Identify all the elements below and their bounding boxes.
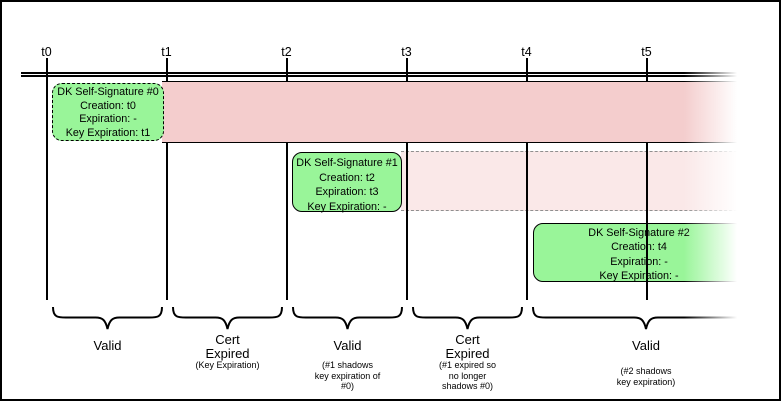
signature-2-title: DK Self-Signature #2 xyxy=(588,227,690,239)
period-sublabel-1: (Key Expiration) xyxy=(195,360,260,370)
cert-expired-band-0 xyxy=(162,80,752,143)
signature-0-title: DK Self-Signature #0 xyxy=(57,86,159,98)
signature-box-0: DK Self-Signature #0 Creation: t0 Expira… xyxy=(52,82,164,141)
period-brace-4 xyxy=(532,306,760,329)
tick-label-t3: t3 xyxy=(401,45,412,59)
signature-0-creation: Creation: t0 xyxy=(80,99,136,112)
period-sublabel-2: (#1 shadows key expiration of #0) xyxy=(314,360,381,392)
tick-label-t0: t0 xyxy=(41,45,52,59)
signature-box-2: DK Self-Signature #2 Creation: t4 Expira… xyxy=(533,222,745,282)
tick-line-t5 xyxy=(645,58,648,300)
period-label-3: Cert Expired xyxy=(445,332,490,361)
tick-label-t5: t5 xyxy=(641,45,652,59)
period-brace-3 xyxy=(412,306,523,329)
shadow-band-1 xyxy=(401,150,752,211)
tick-line-t0 xyxy=(45,58,48,300)
tick-line-t3 xyxy=(405,58,408,300)
signature-1-creation: Creation: t2 xyxy=(319,171,375,184)
period-brace-1 xyxy=(172,306,283,329)
tick-label-t1: t1 xyxy=(161,45,172,59)
signature-2-expiration: Expiration: - xyxy=(610,255,668,268)
tick-label-t2: t2 xyxy=(281,45,292,59)
signature-2-key-expiration: Key Expiration: - xyxy=(599,269,679,282)
timeline-axis xyxy=(21,71,751,77)
signature-1-title: DK Self-Signature #1 xyxy=(296,157,398,169)
signature-2-creation: Creation: t4 xyxy=(611,241,667,254)
signature-1-expiration: Expiration: t3 xyxy=(315,186,379,198)
signature-0-expiration: Expiration: - xyxy=(79,113,137,126)
period-label-2: Valid xyxy=(333,338,362,353)
tick-line-t4 xyxy=(525,58,528,300)
period-sublabel-3: (#1 expired so no longer shadows #0) xyxy=(438,360,497,392)
signature-1-key-expiration: Key Expiration: - xyxy=(307,200,387,213)
period-sublabel-4: (#2 shadows key expiration) xyxy=(616,366,676,387)
tick-label-t4: t4 xyxy=(521,45,532,59)
period-label-4: Valid xyxy=(632,338,660,353)
signature-0-key-expiration: Key Expiration: t1 xyxy=(65,126,151,139)
tick-line-t2 xyxy=(285,58,288,300)
period-label-0: Valid xyxy=(93,338,122,353)
period-label-1: Cert Expired xyxy=(205,332,250,361)
signature-box-1: DK Self-Signature #1 Creation: t2 Expira… xyxy=(292,152,402,213)
period-brace-2 xyxy=(292,306,403,329)
period-brace-0 xyxy=(52,306,163,329)
tick-line-t1 xyxy=(165,58,168,300)
